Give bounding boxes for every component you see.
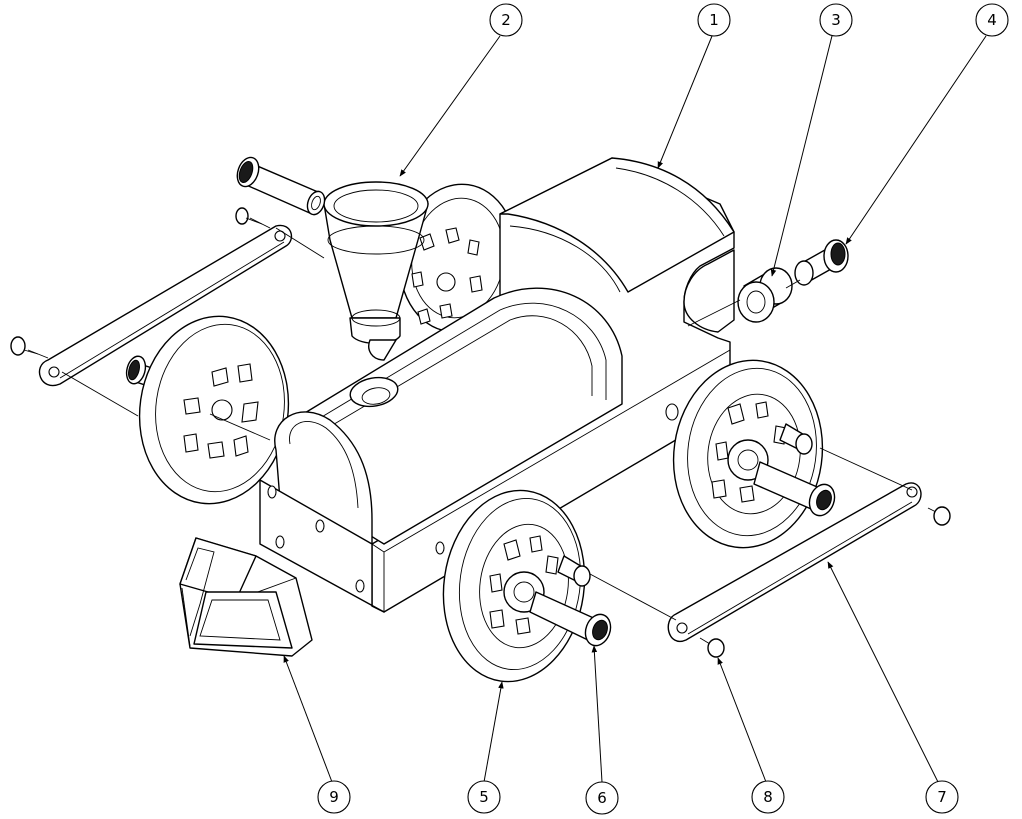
back-right-wheel [672, 359, 824, 549]
balloon-8: 8 [751, 780, 785, 814]
balloon-5: 5 [467, 780, 501, 814]
front-right-wheel [442, 489, 586, 683]
leader-5 [483, 681, 504, 783]
connecting-rod [667, 482, 922, 643]
leader-7 [827, 561, 939, 783]
back-connecting-rod [38, 224, 293, 387]
balloon-5-label: 5 [479, 788, 489, 806]
balloon-8-label: 8 [763, 788, 773, 806]
balloon-6-label: 6 [597, 789, 607, 807]
balloon-2-label: 2 [501, 11, 511, 29]
wheel-axle [529, 555, 612, 647]
leader-8 [717, 657, 767, 783]
rod-pin-back [927, 506, 951, 526]
leader-3 [770, 35, 833, 277]
locomotive-body [259, 157, 735, 613]
rod-pin-front [699, 637, 725, 658]
cowcatcher [179, 537, 313, 657]
balloon-9: 9 [317, 780, 351, 814]
back-rod-pin-lower [10, 336, 39, 356]
axle-pin [794, 239, 849, 286]
front-left-wheel [138, 315, 290, 505]
balloon-9-label: 9 [329, 788, 339, 806]
balloon-3-label: 3 [831, 11, 841, 29]
assembly-lines [27, 217, 913, 621]
balloon-3: 3 [819, 3, 853, 37]
leader-6 [591, 645, 603, 783]
leader-4 [845, 35, 987, 245]
back-rod-pin-upper [235, 207, 263, 225]
leader-2 [399, 35, 501, 177]
leader-1 [657, 35, 713, 169]
back-left-axle [236, 156, 326, 216]
balloon-4-label: 4 [987, 11, 997, 29]
balloon-4: 4 [975, 3, 1009, 37]
bushing [737, 267, 793, 323]
balloon-1: 1 [697, 3, 731, 37]
balloon-7: 7 [925, 780, 959, 814]
balloon-6: 6 [585, 781, 619, 815]
leader-9 [283, 655, 333, 783]
back-left-wheel [398, 183, 518, 333]
balloon-2: 2 [489, 3, 523, 37]
balloon-1-label: 1 [709, 11, 719, 29]
leader-lines [283, 35, 987, 783]
balloon-7-label: 7 [937, 788, 947, 806]
back-right-axle [753, 423, 836, 517]
smokestack [323, 181, 429, 361]
